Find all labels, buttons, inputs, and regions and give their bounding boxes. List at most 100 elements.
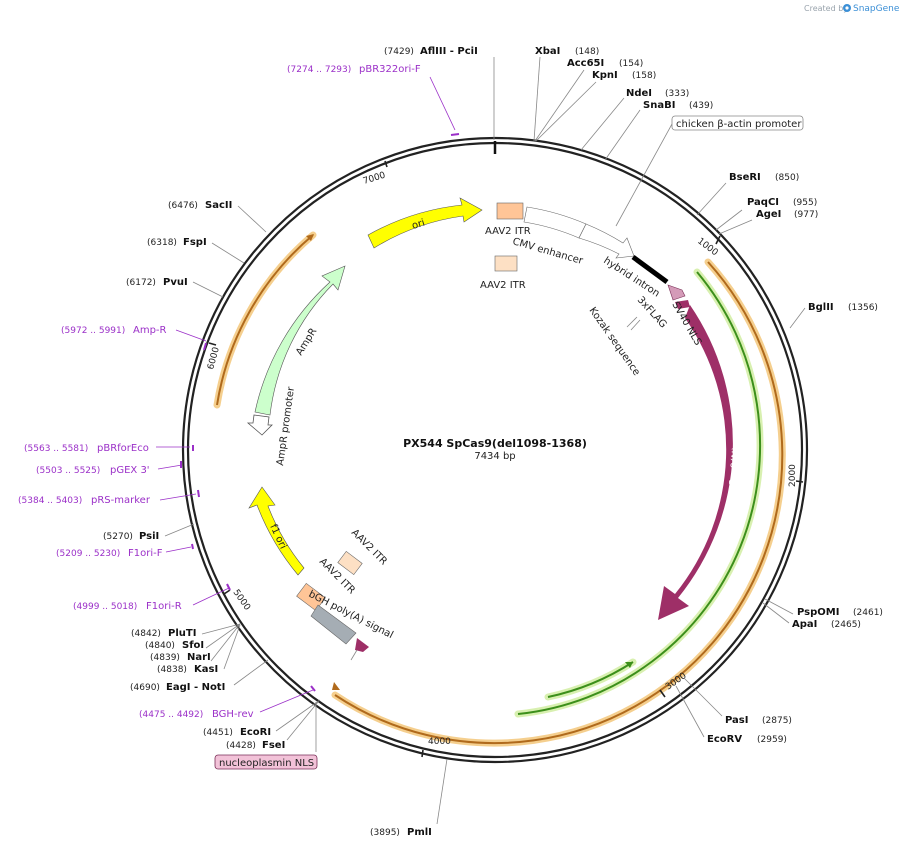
aav2-itr-top-2 [494, 255, 518, 272]
primer-pos-pbrforeco: (5563 .. 5581) [24, 444, 88, 454]
feature-label-nucleoplasmin-nls[interactable]: nucleoplasmin NLS [219, 758, 314, 769]
site-pspomi[interactable]: PspOMI [797, 607, 839, 618]
site-psii[interactable]: PsiI [139, 531, 159, 542]
aav2-itr-bottom-2 [337, 550, 363, 576]
site-pos-pmli: (3895) [370, 828, 400, 838]
site-pluti[interactable]: PluTI [168, 628, 196, 639]
sv40-nls-feature [667, 284, 686, 301]
primer-bgh-rev[interactable]: BGH-rev [212, 709, 254, 720]
feature-label-ori[interactable]: ori [411, 218, 427, 232]
primer-prs-marker[interactable]: pRS-marker [91, 495, 151, 506]
orf-outer [334, 261, 784, 745]
site-pos-psii: (5270) [103, 532, 133, 542]
aav2-itr-bottom [296, 582, 326, 612]
site-acc65i[interactable]: Acc65I [567, 58, 604, 69]
credit-prefix: Created by [804, 4, 848, 13]
site-agei[interactable]: AgeI [756, 209, 781, 220]
orf-green [517, 271, 762, 715]
site-pos-kpni: (158) [632, 71, 656, 81]
3xflag-feature [675, 300, 690, 309]
cba-promoter-feature [578, 223, 635, 259]
credit-brand: SnapGene [853, 4, 900, 14]
site-afliii[interactable]: AflIII - PciI [420, 46, 478, 57]
primer-pos-pgex3: (5503 .. 5525) [36, 466, 100, 476]
site-apai[interactable]: ApaI [792, 619, 817, 630]
feature-label-aav2-itr-1[interactable]: AAV2 ITR [485, 226, 531, 237]
ampr-feature [254, 265, 346, 416]
primer-leaders [156, 76, 456, 713]
feature-label-cba-promoter[interactable]: chicken β-actin promoter [676, 119, 802, 130]
site-pasi[interactable]: PasI [725, 715, 748, 726]
site-nari[interactable]: NarI [187, 652, 211, 663]
site-pos-afliii: (7429) [384, 47, 414, 57]
site-ndei[interactable]: NdeI [626, 88, 652, 99]
site-pos-bglii: (1356) [848, 303, 878, 313]
site-xbai[interactable]: XbaI [535, 46, 560, 57]
orf-arcs [213, 231, 786, 747]
snapgene-logo-icon [843, 4, 851, 12]
site-pos-agei: (977) [794, 210, 818, 220]
site-bseri[interactable]: BseRI [729, 172, 761, 183]
primer-pbrforeco[interactable]: pBRforEco [97, 443, 149, 454]
feature-label-cas9n[interactable]: Cas9(N) [728, 446, 742, 487]
site-paqci[interactable]: PaqCI [747, 197, 779, 208]
primer-pos-amp-r: (5972 .. 5991) [61, 326, 125, 336]
feature-leaders [350, 316, 641, 661]
nucleoplasmin-nls-feature [355, 638, 369, 652]
site-pos-snabi: (439) [689, 101, 713, 111]
site-pos-nari: (4839) [150, 653, 180, 663]
site-pos-bseri: (850) [775, 173, 799, 183]
primer-amp-r[interactable]: Amp-R [133, 325, 167, 336]
site-pos-ecori: (4451) [203, 728, 233, 738]
site-pos-acc65i: (154) [619, 59, 643, 69]
primer-pos-f1ori-r: (4999 .. 5018) [73, 602, 137, 612]
site-fspi[interactable]: FspI [183, 237, 207, 248]
site-bglii[interactable]: BglII [808, 302, 834, 313]
site-pos-paqci: (955) [793, 198, 817, 208]
cas9-feature [658, 305, 733, 620]
site-pos-xbai: (148) [575, 47, 599, 57]
primer-marks [180, 133, 460, 692]
site-snabi[interactable]: SnaBI [643, 100, 675, 111]
feature-label-f1-ori[interactable]: f1 ori [267, 523, 288, 551]
primer-pbr322ori-f[interactable]: pBR322ori-F [359, 64, 421, 75]
feature-label-hybrid-intron[interactable]: hybrid intron [601, 255, 661, 299]
site-pmli[interactable]: PmlI [407, 827, 432, 838]
primer-pos-bgh-rev: (4475 .. 4492) [139, 710, 203, 720]
aav2-itr-top [496, 202, 524, 220]
cmv-enhancer-feature [523, 206, 587, 239]
tick-label-7000: 7000 [362, 171, 387, 187]
feature-label-aav2-itr-2[interactable]: AAV2 ITR [480, 280, 526, 291]
site-pos-sacii: (6476) [168, 201, 198, 211]
site-pos-kasi: (4838) [157, 665, 187, 675]
tick-label-6000: 6000 [206, 346, 222, 371]
feature-label-ampr-promoter[interactable]: AmpR promoter [275, 385, 297, 466]
feature-label-kozak[interactable]: Kozak sequence [587, 305, 642, 377]
site-eagi[interactable]: EagI - NotI [166, 682, 225, 693]
site-pos-fspi: (6318) [147, 238, 177, 248]
primer-pos-pbr322ori-f: (7274 .. 7293) [287, 65, 351, 75]
site-pos-eagi: (4690) [130, 683, 160, 693]
primer-f1ori-f[interactable]: F1ori-F [128, 548, 163, 559]
feature-label-3xflag[interactable]: 3xFLAG [635, 295, 669, 331]
site-ecorv[interactable]: EcoRV [707, 734, 742, 745]
feature-label-cmv-enhancer[interactable]: CMV enhancer [511, 236, 585, 267]
site-fsei[interactable]: FseI [262, 740, 285, 751]
primer-pgex3[interactable]: pGEX 3' [110, 465, 150, 476]
feature-label-ampr[interactable]: AmpR [294, 326, 319, 357]
site-pos-sfoi: (4840) [145, 641, 175, 651]
tick-label-1000: 1000 [695, 236, 720, 258]
site-pos-ndei: (333) [665, 89, 689, 99]
primer-f1ori-r[interactable]: F1ori-R [146, 601, 182, 612]
site-pvui[interactable]: PvuI [163, 277, 188, 288]
site-leaders [164, 56, 806, 825]
site-sacii[interactable]: SacII [205, 200, 232, 211]
orf-green2 [547, 661, 634, 698]
ampr-promoter-feature [246, 414, 273, 436]
site-ecori[interactable]: EcoRI [240, 727, 271, 738]
site-kasi[interactable]: KasI [194, 664, 218, 675]
site-kpni[interactable]: KpnI [592, 70, 618, 81]
site-sfoi[interactable]: SfoI [182, 640, 204, 651]
tick-label-5000: 5000 [231, 588, 252, 613]
